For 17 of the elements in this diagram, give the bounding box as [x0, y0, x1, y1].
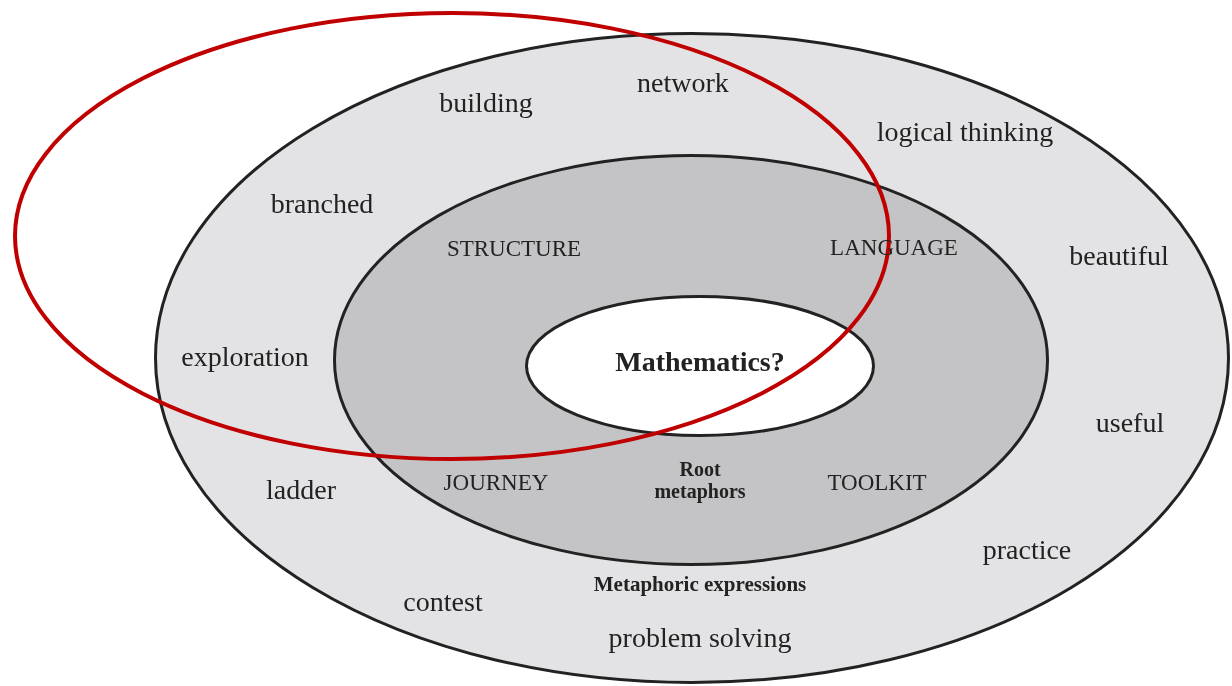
word-label: problem solving	[608, 622, 792, 654]
word-label: exploration	[181, 341, 309, 373]
region-title: Root metaphors	[653, 458, 747, 502]
metaphor-label: STRUCTURE	[446, 236, 582, 262]
word-label: network	[637, 67, 729, 99]
word-label: useful	[1095, 407, 1165, 439]
word-label: practice	[982, 534, 1072, 566]
center-title: Mathematics?	[615, 346, 785, 378]
region-title: Metaphoric expressions	[593, 573, 807, 597]
word-label: building	[439, 87, 533, 119]
word-label: logical thinking	[876, 116, 1054, 148]
word-label: ladder	[266, 474, 336, 506]
word-label: branched	[270, 188, 374, 220]
metaphor-label: TOOLKIT	[827, 470, 927, 496]
metaphor-label: JOURNEY	[443, 470, 549, 496]
word-label: contest	[403, 586, 483, 618]
word-label: beautiful	[1069, 240, 1169, 272]
